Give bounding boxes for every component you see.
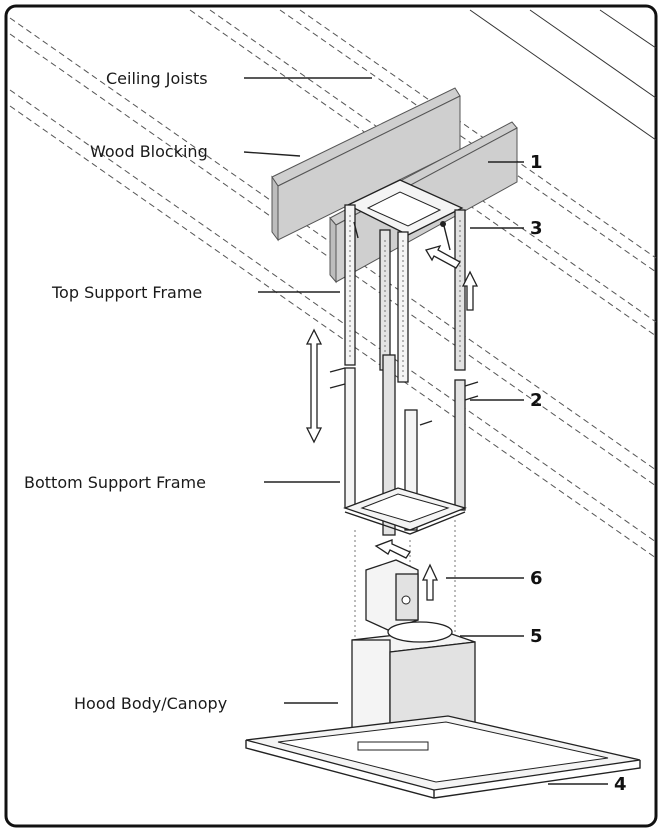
diagram-border [4,4,658,828]
leader-lines [243,77,608,785]
callout-4: 4 [614,774,627,795]
lift-arrow-top [461,270,479,311]
bottom-support-frame [329,354,479,536]
callout-6: 6 [530,568,543,589]
label-ceiling-joists: Ceiling Joists [106,69,208,88]
top-support-frame [344,179,466,383]
label-hood-body-canopy: Hood Body/Canopy [74,694,227,713]
hood-body [245,621,641,799]
slide-arrow-motor [374,539,411,559]
callout-2: 2 [530,390,543,411]
callout-1: 1 [530,152,543,173]
label-wood-blocking: Wood Blocking [90,142,208,161]
slide-arrow-top [425,244,461,269]
callout-5: 5 [530,626,543,647]
callout-3: 3 [530,218,543,239]
label-top-support-frame: Top Support Frame [51,283,202,302]
motor-part [365,559,419,631]
lift-arrow-motor [421,563,439,601]
label-bottom-support-frame: Bottom Support Frame [24,473,206,492]
adjust-arrow [305,328,323,444]
